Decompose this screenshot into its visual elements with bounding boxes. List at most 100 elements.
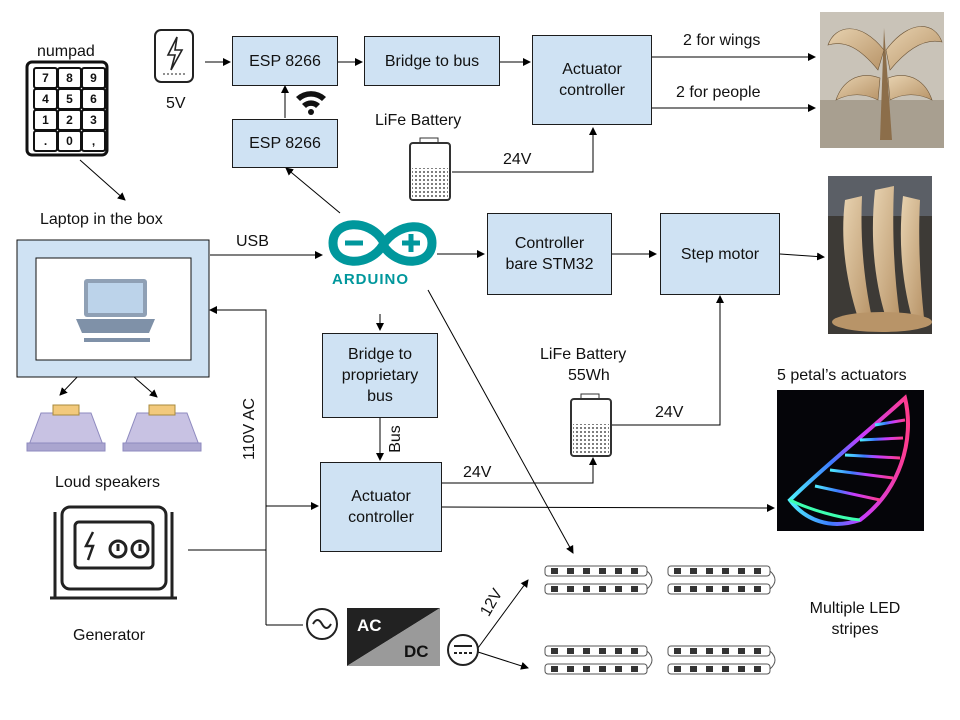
step-motor-box: Step motor	[660, 213, 780, 295]
speakers-label: Loud speakers	[55, 474, 160, 491]
keypad-key: ,	[81, 130, 106, 152]
led-chip	[551, 648, 558, 654]
led-chip	[631, 666, 638, 672]
battery-mid-to-motor	[612, 295, 724, 426]
arduino-to-led-arrow	[427, 289, 574, 554]
bridge-proprietary-box: Bridge to proprietary bus	[322, 333, 438, 418]
actuator-controller-bottom-label: Actuator controller	[348, 488, 414, 526]
keypad-key: 3	[81, 109, 106, 131]
led-chip	[754, 648, 761, 654]
ac-110v-label: 110V AC	[241, 398, 258, 460]
led-chip	[599, 648, 606, 654]
laptop-icon	[76, 279, 155, 342]
led-chip	[551, 666, 558, 672]
led-strip-loop	[769, 650, 776, 670]
usb-label: USB	[236, 233, 269, 250]
led-stripes-label: Multiple LED stripes	[809, 600, 901, 638]
actuator-controller-top-label: Actuator controller	[559, 61, 625, 99]
speaker-icon	[26, 404, 202, 452]
keypad-key: 2	[57, 109, 82, 131]
actuator-controller-bottom-box: Actuator controller	[320, 462, 442, 552]
led-strip-loop	[769, 570, 776, 590]
keypad-key: 4	[33, 88, 58, 110]
voltage-24-mid-label: 24V	[655, 404, 684, 421]
led-chip	[599, 568, 606, 574]
led-chip	[706, 648, 713, 654]
laptop-label: Laptop in the box	[40, 211, 163, 228]
led-chip	[583, 648, 590, 654]
keypad-key: 7	[33, 67, 58, 89]
controller-stm32-label: Controller bare STM32	[505, 235, 594, 273]
led-chip	[722, 586, 729, 592]
keypad-key: 0	[57, 130, 82, 152]
wings-label: 2 for wings	[683, 32, 761, 49]
bridge-proprietary-label: Bridge to proprietary bus	[341, 346, 419, 405]
led-chip	[738, 586, 745, 592]
keypad-key: 9	[81, 67, 106, 89]
led-chip	[567, 586, 574, 592]
led-chip	[615, 648, 622, 654]
led-chip	[722, 568, 729, 574]
led-chip	[583, 666, 590, 672]
led-chip	[631, 568, 638, 574]
led-strip-loop	[646, 650, 653, 670]
life-battery-mid-label: LiFe Battery	[540, 346, 627, 363]
esp8266-top-box: ESP 8266	[232, 36, 338, 86]
led-chip	[690, 586, 697, 592]
generator-icon	[50, 505, 177, 600]
keypad-key: 5	[57, 88, 82, 110]
led-chip	[738, 568, 745, 574]
sculpture-photo	[820, 12, 944, 148]
voltage-24-bottom-label: 24V	[463, 464, 492, 481]
petal-photo	[777, 390, 924, 531]
led-chip	[567, 568, 574, 574]
converter-dc-label: DC	[404, 642, 429, 661]
led-strip-loop	[646, 570, 653, 590]
led-chip	[615, 666, 622, 672]
bus-label: Bus	[387, 425, 404, 453]
led-chip	[706, 586, 713, 592]
battery-top-to-actuator	[452, 127, 597, 173]
keypad-key: 8	[57, 67, 82, 89]
ac-to-laptop-line	[209, 306, 267, 625]
battery-icon	[409, 137, 612, 457]
sculpture-motor-photo	[828, 176, 932, 334]
led-chip	[551, 586, 558, 592]
arduino-to-esp-arrow	[285, 167, 341, 214]
converter-ac-label: AC	[357, 616, 382, 635]
led-chip	[551, 568, 558, 574]
step-motor-label: Step motor	[680, 245, 760, 263]
motor-to-sculpture-arrow	[779, 252, 825, 261]
five-volt-label: 5V	[166, 95, 186, 112]
led-chip	[674, 666, 681, 672]
led-chip	[599, 666, 606, 672]
people-label: 2 for people	[676, 84, 761, 101]
led-chip	[583, 586, 590, 592]
led-chip	[690, 648, 697, 654]
bridge-to-bus-label: Bridge to bus	[384, 52, 480, 70]
actuator-controller-top-box: Actuator controller	[532, 35, 652, 125]
led-chip	[722, 648, 729, 654]
petals-label: 5 petal’s actuators	[777, 367, 907, 384]
led-chip	[674, 568, 681, 574]
led-chip	[599, 586, 606, 592]
led-strip-icon	[544, 565, 776, 675]
voltage-24-top-label: 24V	[503, 151, 532, 168]
led-chip	[706, 568, 713, 574]
numpad-to-laptop-arrow	[79, 159, 126, 201]
ac-dc-converter-icon	[306, 608, 479, 666]
led-chip	[615, 568, 622, 574]
esp8266-bottom-label: ESP 8266	[249, 135, 321, 152]
arduino-logo-icon	[328, 220, 437, 266]
led-chip	[690, 666, 697, 672]
led-chip	[722, 666, 729, 672]
arduino-wordmark: ARDUINO	[332, 271, 409, 288]
led-chip	[631, 648, 638, 654]
bridge-to-bus-box: Bridge to bus	[364, 36, 500, 86]
life-battery-top-label: LiFe Battery	[375, 112, 462, 129]
actuator-to-battery-24v	[442, 457, 597, 484]
keypad-key: 6	[81, 88, 106, 110]
led-chip	[631, 586, 638, 592]
led-chip	[690, 568, 697, 574]
